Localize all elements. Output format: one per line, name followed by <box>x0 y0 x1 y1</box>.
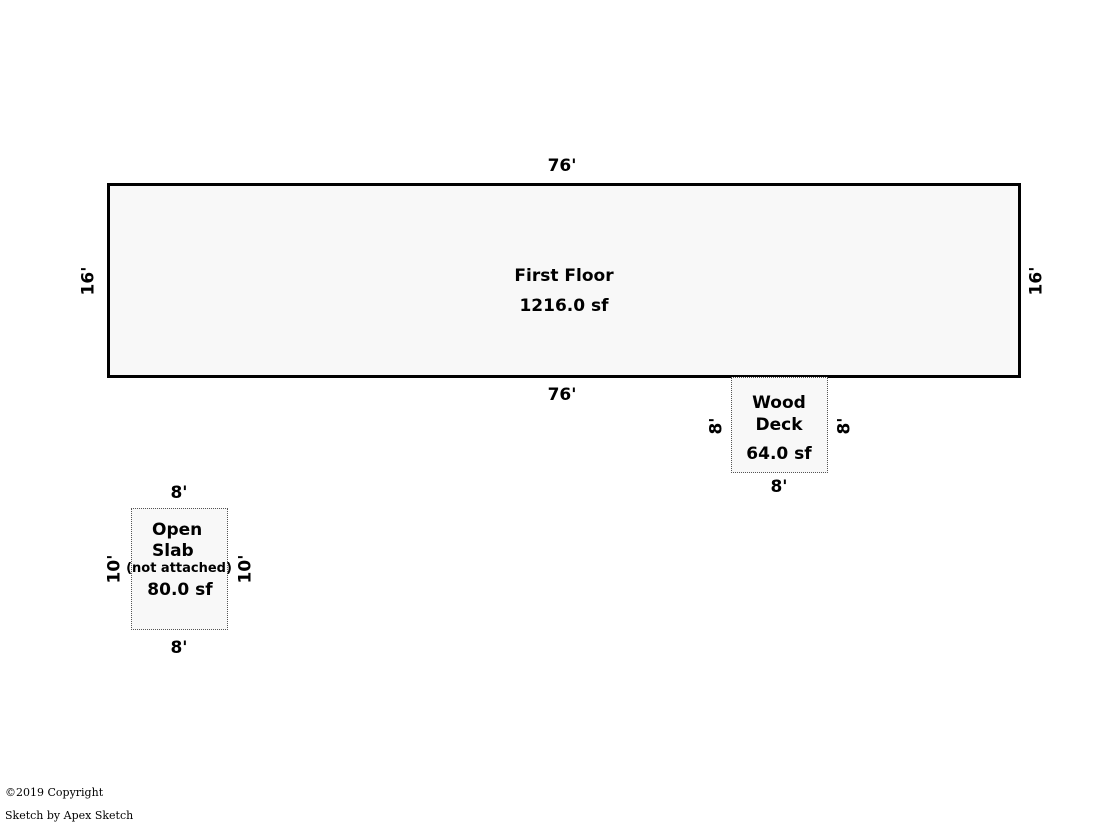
open-slab-note: (not attached) <box>126 561 232 576</box>
wood-deck-room <box>731 377 828 473</box>
first-floor-label: First Floor 1216.0 sf <box>514 261 613 321</box>
first-floor-left-dimension: 16' <box>78 266 99 296</box>
first-floor-name: First Floor <box>514 266 614 286</box>
wood-deck-label: Wood Deck 64.0 sf <box>746 392 811 465</box>
wood-deck-name-line2: Deck <box>755 415 803 435</box>
wood-deck-area: 64.0 sf <box>746 444 812 464</box>
wood-deck-left-dimension: 8' <box>706 417 727 435</box>
first-floor-room <box>107 183 1021 378</box>
wood-deck-name-line1: Wood <box>752 393 806 413</box>
first-floor-top-dimension: 76' <box>547 156 577 176</box>
copyright-text: ©2019 Copyright <box>5 786 104 799</box>
open-slab-right-dimension: 10' <box>235 554 256 584</box>
open-slab-name: Open Slab <box>152 520 202 562</box>
wood-deck-bottom-dimension: 8' <box>770 477 788 497</box>
open-slab-name-line1: Open <box>152 520 203 540</box>
open-slab-top-dimension: 8' <box>170 483 188 503</box>
open-slab-room <box>131 508 228 630</box>
open-slab-area: 80.0 sf <box>147 580 213 600</box>
sketch-credit-text: Sketch by Apex Sketch <box>5 809 134 822</box>
open-slab-left-dimension: 10' <box>104 554 125 584</box>
first-floor-right-dimension: 16' <box>1026 266 1047 296</box>
first-floor-bottom-dimension: 76' <box>547 385 577 405</box>
wood-deck-right-dimension: 8' <box>834 417 855 435</box>
open-slab-bottom-dimension: 8' <box>170 638 188 658</box>
open-slab-name-line2: Slab <box>152 541 194 561</box>
first-floor-area: 1216.0 sf <box>519 296 609 316</box>
